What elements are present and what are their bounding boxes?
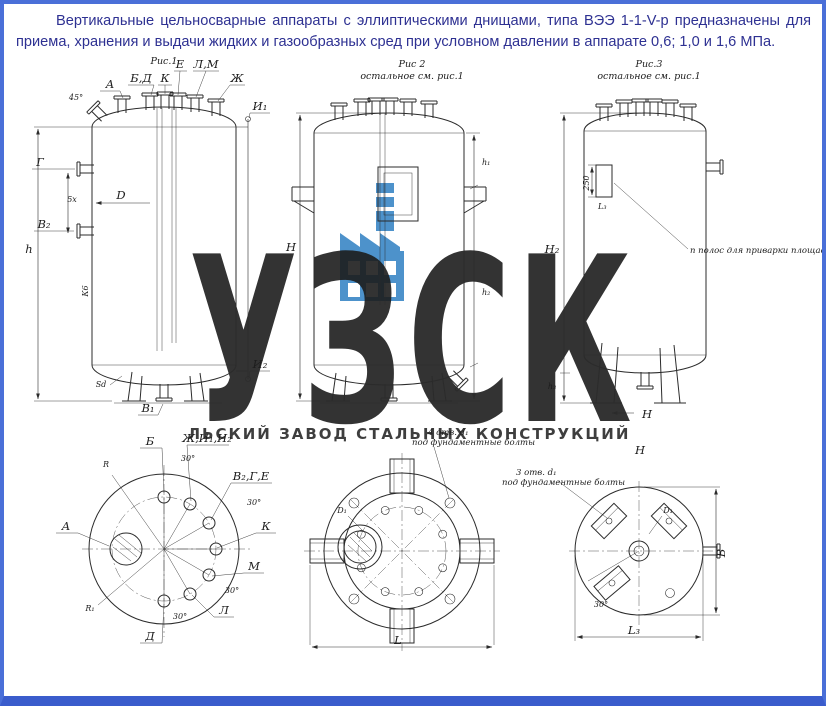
plan1-label-k: К [261, 519, 272, 533]
plan2-dim-d1: D₁ [336, 506, 347, 515]
fig1-label-zh: Ж [230, 71, 245, 85]
watermark: УЗСК ЛЬСКИЙ ЗАВОД СТАЛЬНЫХ КОНСТРУКЦИЙ [188, 183, 635, 477]
plan1-label-r1: R₁ [84, 604, 94, 613]
plan3-view-h: Н [634, 443, 646, 457]
fig3-dim-H2: Н₂ [544, 242, 560, 256]
plan3-support-pad [590, 503, 628, 540]
fig2-note: остальное см. рис.1 [360, 71, 463, 82]
fig3-caption: Рис.3 [635, 59, 663, 70]
fig2-dim-h1: h₁ [482, 158, 490, 167]
plan1-manhole [109, 532, 143, 566]
fig1-dim-d: D [115, 188, 125, 202]
plan3-angle: 30° [594, 600, 608, 609]
fig1-label-a: А [105, 77, 115, 91]
plan1-label-b: Б [145, 434, 155, 448]
plan1-angle-4: 30° [173, 612, 187, 621]
plan1-label-d: Д [144, 629, 155, 643]
plan2-foundation-bolt [444, 594, 456, 605]
plan-view-3: Н 3 отв. d₁ под фундаментные болты D₁ В … [502, 443, 728, 642]
fig1-dim-45: 45° [68, 93, 83, 102]
plan3-support-pad [650, 503, 688, 540]
plan-view-2: 4 отв. d₁ под фундаментные болты D₁ L [304, 428, 535, 652]
fig1-label-g: Г [35, 155, 44, 169]
plan1-angle-2: 30° [247, 498, 261, 507]
plan1-label-r: R [102, 460, 109, 469]
plan1-label-vge: В₂,Г,Е [232, 469, 270, 483]
fig3-dim-250: 250 [582, 176, 591, 192]
plan1-label-zhi: Ж,И₁,И₂ [181, 431, 232, 445]
plan2-annotation-2: под фундаментные болты [412, 437, 535, 448]
plan1-angle-3: 30° [225, 586, 239, 595]
plan2-foundation-bolt [348, 594, 360, 605]
fig2-dim-h2: h₂ [482, 288, 490, 297]
plan2-dim-l: L [393, 633, 402, 647]
fig3-legs [590, 343, 686, 404]
plan1-label-l: Л [218, 603, 229, 617]
fig2-elevation: Рис 2 остальное см. рис.1 [285, 59, 490, 404]
fig1-dim-5x: 5x [67, 195, 77, 204]
factory-icon [340, 183, 404, 302]
watermark-big-text: УЗСК [188, 209, 635, 477]
fig1-label-e: Е [175, 57, 185, 71]
plan3-annotation-2: под фундаментные болты [502, 477, 625, 488]
fig3-view-h: Н [641, 407, 653, 421]
fig1-dim-h: h [25, 242, 32, 256]
fig1-elevation: Рис.1 [25, 56, 270, 416]
plan3-dim-l3: L₃ [627, 623, 641, 637]
plan1-label-m: М [247, 559, 261, 573]
plan3-annotation-1: 3 отв. d₁ [516, 468, 557, 478]
fig1-label-v1: В₁ [140, 401, 154, 415]
fig1-dim-sd: Sd [96, 380, 107, 389]
fig1-label-lm: Л,М [192, 57, 219, 71]
watermark-tagline: ЛЬСКИЙ ЗАВОД СТАЛЬНЫХ КОНСТРУКЦИЙ [188, 424, 631, 443]
fig1-label-k: К [160, 71, 171, 85]
plan1-shell-circle [88, 473, 240, 625]
fig3-elevation: Рис.3 остальное см. рис.1 [544, 59, 822, 421]
plan2-annotation-1: 4 отв. d₁ [427, 428, 469, 438]
fig3-dim-h3: h₃ [548, 382, 556, 391]
plan3-dim-b: В [714, 549, 728, 558]
fig3-plate-note: п полос для приварки площад [690, 246, 822, 256]
fig3-note: остальное см. рис.1 [597, 71, 700, 82]
fig1-caption: Рис.1 [150, 56, 178, 67]
fig1-label-i2: И₂ [252, 357, 268, 371]
plan3-support-pad [593, 565, 631, 602]
fig3-pad-plate [595, 164, 613, 198]
plan3-shell-circle [574, 486, 704, 616]
plan1-label-a: А [61, 519, 71, 533]
plan3-dim-d1: D₁ [662, 506, 673, 515]
plan-view-1: Б Ж,И₁,И₂ В₂,Г,Е А К М Л Д R R₁ 30° 30° … [56, 431, 276, 644]
plan2-foundation-bolt [444, 498, 456, 509]
plan2-foundation-bolt [348, 498, 360, 509]
plan1-angle-1: 30° [181, 454, 195, 463]
intro-paragraph: Вертикальные цельносварные аппараты с эл… [16, 13, 811, 50]
plan2-shell-circle [323, 472, 481, 630]
drawing-canvas: УЗСК ЛЬСКИЙ ЗАВОД СТАЛЬНЫХ КОНСТРУКЦИЙ Р… [25, 56, 822, 652]
fig2-dim-H: Н [285, 240, 297, 254]
fig1-label-i1: И₁ [252, 99, 268, 113]
fig1-dim-k6: К6 [81, 286, 90, 298]
fig1-label-bd: Б,Д [129, 71, 152, 85]
fig1-label-v2: В₂ [36, 217, 50, 231]
plan2-center-nozzle [337, 524, 383, 570]
fig2-caption: Рис 2 [398, 59, 426, 70]
fig3-dim-l3: L₃ [597, 202, 607, 211]
fig2-plate [377, 166, 419, 222]
